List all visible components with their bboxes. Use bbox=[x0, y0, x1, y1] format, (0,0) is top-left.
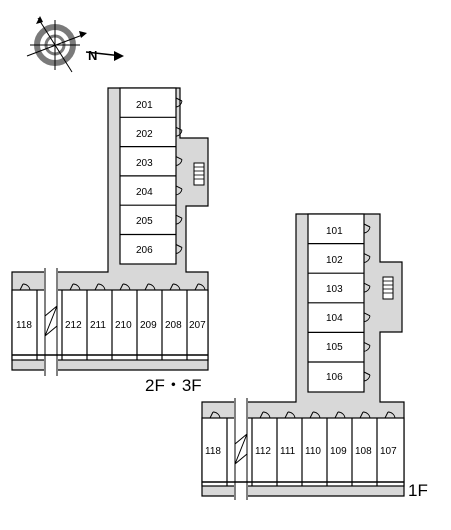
unit-104: 104 bbox=[326, 313, 343, 324]
unit-202: 202 bbox=[136, 129, 153, 140]
ground-floor-plan: 101 102 103 104 105 106 118 112 111 110 … bbox=[201, 213, 428, 500]
unit-118-ground: 118 bbox=[205, 446, 221, 457]
unit-203: 203 bbox=[136, 158, 153, 169]
stair-icon-ground bbox=[382, 276, 394, 300]
unit-205: 205 bbox=[136, 216, 153, 227]
upper-floor-label: 2F・3F bbox=[145, 376, 202, 395]
unit-107: 107 bbox=[380, 446, 397, 457]
unit-111: 111 bbox=[280, 446, 296, 457]
unit-208: 208 bbox=[165, 320, 182, 331]
unit-201: 201 bbox=[136, 100, 153, 111]
unit-204: 204 bbox=[136, 187, 153, 198]
unit-207: 207 bbox=[189, 320, 206, 331]
break-mark-icon bbox=[44, 268, 58, 376]
unit-101: 101 bbox=[326, 226, 343, 237]
unit-103: 103 bbox=[326, 284, 343, 295]
compass-north-label: N bbox=[88, 48, 97, 63]
unit-209: 209 bbox=[140, 320, 157, 331]
unit-105: 105 bbox=[326, 342, 343, 353]
unit-210: 210 bbox=[115, 320, 132, 331]
unit-102: 102 bbox=[326, 255, 343, 266]
stair-icon bbox=[193, 162, 205, 186]
unit-211: 211 bbox=[90, 320, 106, 331]
unit-118-upper: 118 bbox=[16, 320, 32, 331]
unit-212: 212 bbox=[65, 320, 82, 331]
unit-110: 110 bbox=[305, 446, 321, 457]
upper-floor-plan: 201 202 203 204 205 206 118 212 211 210 … bbox=[11, 87, 209, 395]
unit-106: 106 bbox=[326, 372, 343, 383]
unit-108: 108 bbox=[355, 446, 372, 457]
break-mark-icon-ground bbox=[234, 398, 248, 500]
ground-floor-label: 1F bbox=[408, 481, 428, 500]
unit-112: 112 bbox=[255, 446, 271, 457]
unit-109: 109 bbox=[330, 446, 347, 457]
unit-206: 206 bbox=[136, 245, 153, 256]
compass-rose-icon: N bbox=[26, 16, 124, 73]
